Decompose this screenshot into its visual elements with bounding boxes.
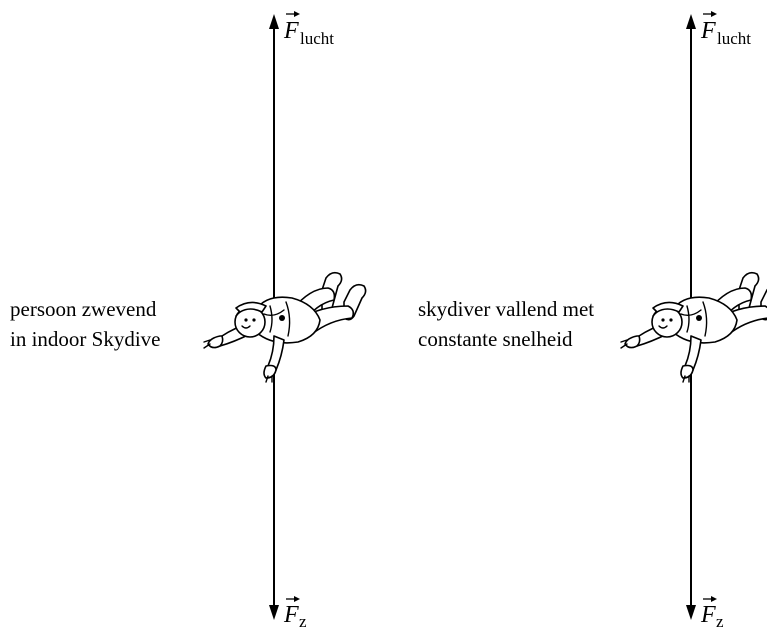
skydiver-figure	[620, 271, 767, 383]
caption-line-2: constante snelheid	[418, 327, 573, 351]
force-air-symbol: F	[700, 18, 716, 44]
caption-line-1: skydiver vallend met	[418, 297, 594, 321]
force-air-subscript: lucht	[717, 29, 751, 48]
force-gravity-label: F z	[700, 596, 724, 630]
skydiver-figure	[203, 271, 367, 383]
force-gravity-arrowhead	[269, 605, 279, 620]
force-gravity-subscript: z	[716, 612, 724, 630]
force-air-symbol: F	[283, 18, 299, 44]
force-gravity-label: F z	[283, 596, 307, 630]
force-air-label: F lucht	[283, 11, 334, 48]
force-gravity-symbol: F	[283, 602, 299, 628]
panel-floating-person: F lucht F z persoon zwevend in indoor Sk…	[10, 11, 367, 630]
force-gravity-arrowhead	[686, 605, 696, 620]
force-gravity-subscript: z	[299, 612, 307, 630]
force-gravity-symbol: F	[700, 602, 716, 628]
caption-line-2: in indoor Skydive	[10, 327, 161, 351]
force-air-arrowhead	[686, 14, 696, 29]
force-air-label: F lucht	[700, 11, 751, 48]
force-air-subscript: lucht	[300, 29, 334, 48]
panel-falling-skydiver: F lucht F z skydiver vallend met constan…	[418, 11, 767, 630]
force-air-arrowhead	[269, 14, 279, 29]
caption-line-1: persoon zwevend	[10, 297, 157, 321]
